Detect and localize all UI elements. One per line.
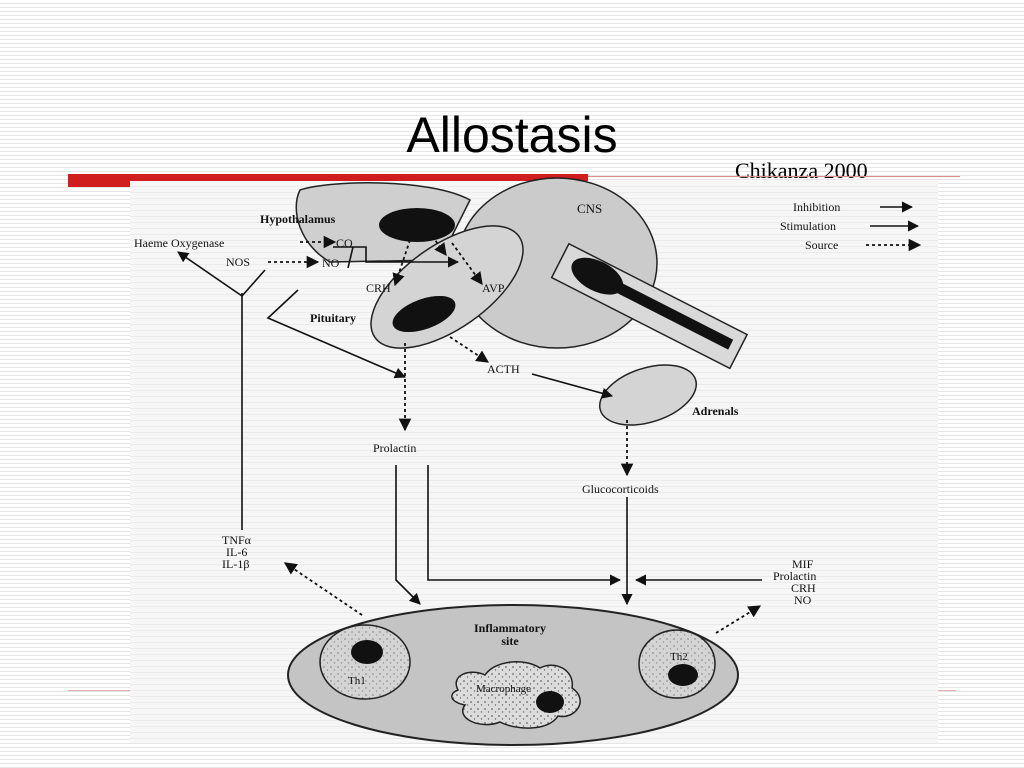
label-mif-crh: CRH	[791, 581, 816, 595]
pituitary-gland	[392, 295, 456, 333]
label-th1: Th1	[348, 675, 366, 687]
citation: Chikanza 2000	[735, 158, 868, 183]
label-tnf: TNFα	[222, 533, 252, 547]
label-nos: NOS	[226, 255, 250, 269]
th2-cell-fill	[640, 631, 714, 697]
slide-title: Allostasis	[406, 107, 618, 163]
label-no: NO	[322, 256, 340, 270]
label-il6: IL-6	[226, 545, 247, 559]
label-co: CO	[336, 236, 353, 250]
label-pituitary: Pituitary	[310, 311, 356, 325]
label-prolactin: Prolactin	[373, 441, 416, 455]
label-crh: CRH	[366, 281, 391, 295]
title-rule	[588, 176, 960, 177]
label-il1b: IL-1β	[222, 557, 249, 571]
hypothalamus-nucleus	[379, 208, 455, 242]
macrophage-nucleus	[536, 691, 564, 713]
label-macrophage: Macrophage	[476, 683, 531, 695]
label-mif-no: NO	[794, 593, 812, 607]
th2-nucleus	[668, 664, 698, 686]
stimulation-arrows	[177, 201, 920, 606]
label-inflammatory-site-2: site	[501, 634, 519, 648]
source-arrows	[268, 235, 922, 634]
label-cns: CNS	[577, 201, 602, 216]
label-mif: MIF	[792, 557, 814, 571]
label-adrenals: Adrenals	[692, 404, 739, 418]
label-acth: ACTH	[487, 362, 520, 376]
label-th2: Th2	[670, 651, 688, 663]
legend-stimulation: Stimulation	[780, 219, 836, 233]
label-hypothalamus: Hypothalamus	[260, 212, 336, 226]
spinal-cord	[550, 242, 749, 370]
legend-source: Source	[805, 238, 838, 252]
label-glucocorticoids: Glucocorticoids	[582, 482, 659, 496]
label-inflammatory-site: Inflammatory	[474, 621, 546, 635]
legend-inhibition: Inhibition	[793, 200, 840, 214]
label-haeme-oxygenase: Haeme Oxygenase	[134, 236, 224, 250]
label-avp: AVP	[482, 281, 505, 295]
th1-nucleus	[351, 640, 383, 664]
adrenal-gland	[598, 364, 698, 426]
label-mif-prolactin: Prolactin	[773, 569, 816, 583]
